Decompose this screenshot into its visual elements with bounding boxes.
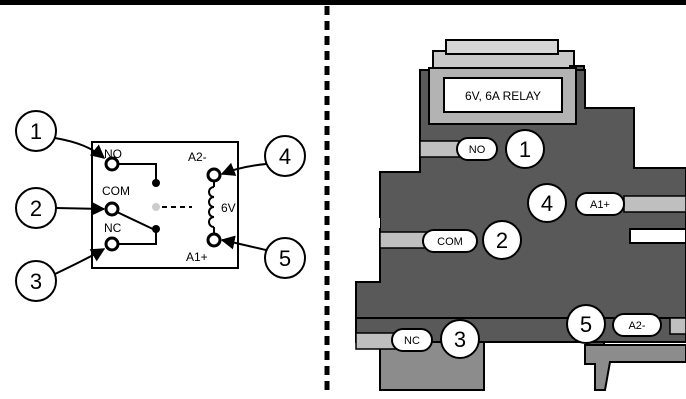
callout-3 — [15, 260, 57, 302]
callout-4-arrow — [220, 162, 267, 176]
body-notch — [629, 228, 686, 244]
pin-1-number: 1 — [519, 137, 531, 162]
pin-3-pill — [391, 328, 433, 352]
pin-4-label: A1+ — [590, 199, 610, 211]
callout-5-number: 5 — [279, 246, 291, 271]
callout-3-arrow — [54, 248, 106, 275]
pin-a1 — [623, 195, 686, 213]
relay-module: 6V, 6A RELAY NO 1 COM 2 NC 3 4 A1+ — [355, 39, 686, 391]
top-border — [0, 0, 686, 5]
callout-5-arrow — [220, 235, 267, 251]
pin-5-label: A2- — [628, 320, 645, 332]
pin-4-number: 4 — [541, 191, 553, 216]
callout-2-arrow — [55, 201, 106, 216]
relay-label: 6V, 6A RELAY — [465, 89, 541, 103]
a2-label: A2- — [188, 150, 207, 164]
callout-4 — [264, 135, 306, 177]
pin-3-number: 3 — [454, 327, 466, 352]
callout-3-number: 3 — [30, 269, 42, 294]
pin-a2 — [669, 317, 686, 335]
callout-1-number: 1 — [30, 119, 42, 144]
pin-5-pill — [612, 313, 662, 337]
callout-1-arrow — [54, 137, 106, 159]
nc-contact-wire — [118, 230, 157, 245]
pin-2-number: 2 — [496, 228, 508, 253]
no-contact-point — [152, 179, 160, 187]
com-label: COM — [102, 184, 130, 198]
pin-1-pill — [456, 137, 498, 161]
coil-symbol — [208, 186, 215, 228]
callout-2-number: 2 — [30, 196, 42, 221]
callout-5 — [264, 237, 306, 279]
pin-2-badge — [482, 220, 522, 260]
pin-1-badge — [505, 129, 545, 169]
relay-cap-top — [445, 39, 559, 55]
com-terminal — [104, 201, 120, 217]
nc-label: NC — [104, 221, 122, 235]
a1-terminal — [206, 232, 222, 248]
a2-terminal — [206, 167, 222, 183]
pin-4-pill — [575, 192, 625, 216]
pin-3-label: NC — [404, 335, 420, 347]
pin-4-badge — [527, 183, 567, 223]
pin-2-pill — [422, 229, 478, 253]
relay-schematic: NO COM NC A2- A1+ 6V 1 2 3 4 5 — [15, 110, 306, 302]
body-gap — [356, 218, 380, 228]
callout-1 — [15, 110, 57, 152]
pin-2-label: COM — [437, 236, 463, 248]
pin-no — [419, 140, 463, 158]
no-label: NO — [104, 147, 122, 161]
a1-label: A1+ — [186, 250, 208, 264]
pin-3-badge — [440, 319, 480, 359]
pin-5-number: 5 — [580, 312, 592, 337]
nc-terminal — [104, 236, 120, 252]
callout-4-number: 4 — [279, 144, 291, 169]
pin-nc — [355, 332, 397, 350]
switch-arm — [116, 211, 156, 231]
pin-1-label: NO — [469, 144, 486, 156]
no-contact-wire — [118, 163, 157, 181]
pin-5-badge — [566, 304, 606, 344]
armature-pivot — [152, 203, 160, 211]
base-foot-right — [584, 344, 686, 391]
coil-voltage-label: 6V — [221, 201, 236, 215]
nc-contact-point — [152, 225, 160, 233]
relay-label-plate — [443, 77, 563, 113]
